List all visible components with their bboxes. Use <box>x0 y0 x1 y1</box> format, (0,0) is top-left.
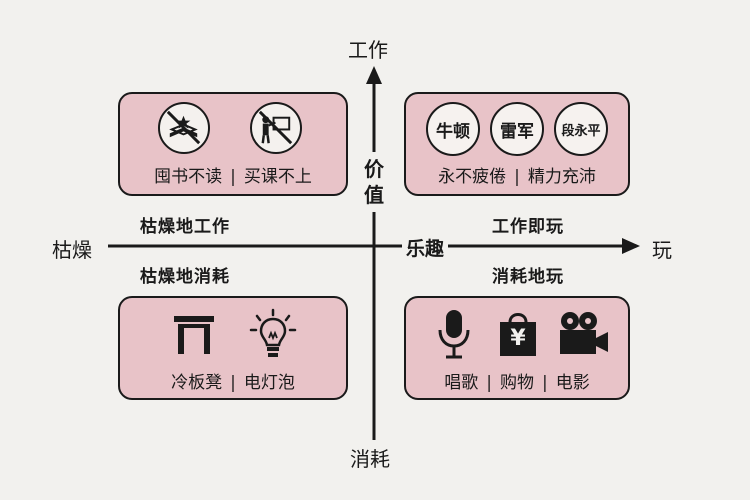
no-class-icon <box>250 102 302 154</box>
horizontal-axis-arrow <box>622 238 640 254</box>
caption-top-right: 永不疲倦 | 精力充沛 <box>406 162 628 187</box>
caption-item: 精力充沛 <box>527 167 596 187</box>
caption-item: 囤书不读 <box>154 167 223 187</box>
yen-sign: ¥ <box>510 326 526 351</box>
quadrant-label-top-left: 枯燥地工作 <box>140 217 230 237</box>
microphone-icon <box>438 310 470 359</box>
caption-item: 唱歌 <box>444 373 479 393</box>
caption-item: 电灯泡 <box>243 373 295 393</box>
axis-label-right: 玩 <box>652 238 672 262</box>
caption-bottom-left: 冷板凳 | 电灯泡 <box>120 368 346 393</box>
bench-icon <box>174 316 214 354</box>
quadrant-label-bottom-right: 消耗地玩 <box>492 267 564 287</box>
caption-separator: | <box>486 373 492 393</box>
panel-bottom-right: ¥ 唱歌 | 购物 | 电影 <box>404 296 630 400</box>
caption-item: 电影 <box>555 373 590 393</box>
caption-separator: | <box>230 167 236 187</box>
shopping-bag-yen-icon: ¥ <box>496 308 540 358</box>
caption-item: 冷板凳 <box>171 373 223 393</box>
caption-item: 购物 <box>500 373 534 393</box>
panel-top-right: 牛顿 雷军 段永平 永不疲倦 | 精力充沛 <box>404 92 630 196</box>
no-book-icon <box>158 102 210 154</box>
movie-camera-icon <box>560 312 608 354</box>
caption-item: 永不疲倦 <box>438 167 507 187</box>
name-circle-newton: 牛顿 <box>426 102 480 156</box>
name-circle-leijun: 雷军 <box>490 102 544 156</box>
lightbulb-icon <box>249 308 297 357</box>
caption-item: 买课不上 <box>243 167 312 187</box>
name-circle-duanyongping: 段永平 <box>554 102 608 156</box>
caption-separator: | <box>230 373 236 393</box>
vertical-axis-arrow <box>366 66 382 84</box>
caption-top-left: 囤书不读 | 买课不上 <box>120 162 346 187</box>
panel-bottom-left: 冷板凳 | 电灯泡 <box>118 296 348 400</box>
value-label-char-2: 值 <box>364 183 384 207</box>
axis-label-left: 枯燥 <box>52 238 92 262</box>
value-label-char-1: 价 <box>364 157 384 181</box>
fun-label: 乐趣 <box>402 234 449 261</box>
caption-bottom-right: 唱歌 | 购物 | 电影 <box>406 368 628 393</box>
axis-label-top: 工作 <box>348 38 388 62</box>
panel-top-left: 囤书不读 | 买课不上 <box>118 92 348 196</box>
caption-separator: | <box>514 167 520 187</box>
caption-separator: | <box>542 373 548 393</box>
quadrant-label-top-right: 工作即玩 <box>492 217 564 237</box>
quadrant-label-bottom-left: 枯燥地消耗 <box>140 267 230 287</box>
axis-label-bottom: 消耗 <box>350 447 390 471</box>
value-label: 价 值 <box>361 152 387 212</box>
